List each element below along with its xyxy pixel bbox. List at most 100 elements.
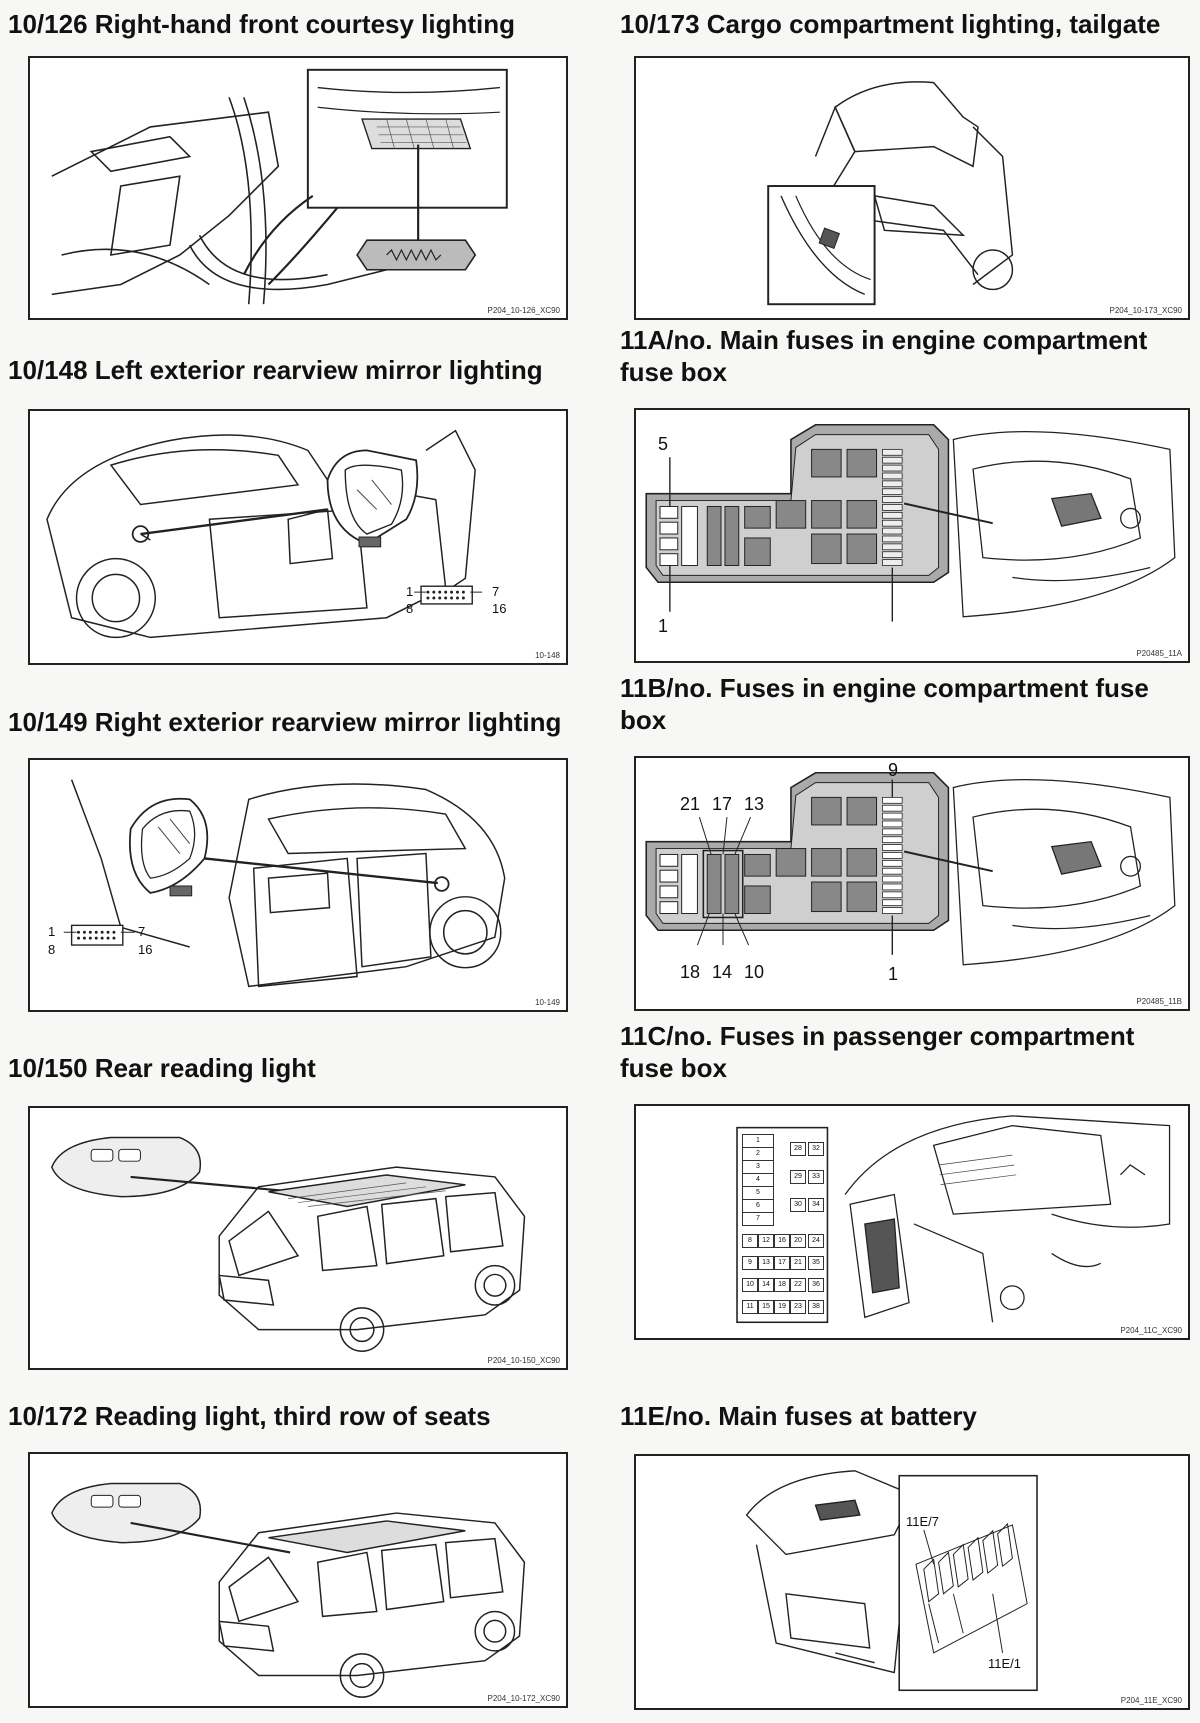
fuse-cell: 9 (742, 1256, 758, 1270)
fuse-cell: 17 (774, 1256, 790, 1270)
passenger-fuse-box-illustration (736, 1115, 1171, 1324)
section-10-126: 10/126 Right-hand front courtesy lightin… (8, 8, 568, 328)
fuse-label-17: 17 (712, 794, 733, 814)
fuse-cell: 16 (774, 1234, 790, 1248)
fuse-cell: 34 (808, 1198, 824, 1212)
third-row-reading-light-illustration (51, 1482, 526, 1698)
fuse-cell: 8 (742, 1234, 758, 1248)
courtesy-light-illustration (51, 68, 508, 305)
left-mirror-illustration (46, 429, 483, 639)
fuse-cell: 35 (808, 1256, 824, 1270)
pin-1-label: 1 (406, 584, 414, 599)
pin-7-label: 7 (492, 584, 500, 599)
section-title: 10/126 Right-hand front courtesy lightin… (8, 9, 516, 39)
cargo-light-illustration (767, 81, 1014, 306)
pin-8-label: 8 (48, 942, 56, 957)
fuse-cell: 15 (758, 1300, 774, 1314)
fuse-cell: 38 (808, 1300, 824, 1314)
fuse-label-1: 1 (888, 964, 899, 984)
figure-11a: 5 1 P20485_11A (634, 408, 1190, 663)
fuse-cell: 18 (774, 1278, 790, 1292)
fuse-cell: 33 (808, 1170, 824, 1184)
fuse-cell: 12 (758, 1234, 774, 1248)
fuse-cell: 29 (790, 1170, 806, 1184)
section-title: 11A/no. Main fuses in engine compartment… (620, 325, 1148, 387)
fuse-label-bottom: 1 (658, 616, 669, 636)
figure-code: P204_10-172_XC90 (487, 1694, 560, 1703)
fuse-label-10: 10 (744, 962, 765, 982)
fuse-cell: 28 (790, 1142, 806, 1156)
pin-16-label: 16 (138, 942, 153, 957)
section-title: 11E/no. Main fuses at battery (620, 1401, 977, 1431)
section-title: 10/149 Right exterior rearview mirror li… (8, 707, 562, 737)
figure-code: P204_10-150_XC90 (487, 1356, 560, 1365)
pin-8-label: 8 (406, 601, 414, 616)
engine-main-fuses-illustration (645, 423, 1176, 622)
section-title: 10/172 Reading light, third row of seats (8, 1401, 491, 1431)
fuse-cell: 6 (742, 1199, 774, 1213)
figure-10-148: 1 7 8 16 10-148 (28, 409, 568, 665)
section-10-173: 10/173 Cargo compartment lighting, tailg… (620, 8, 1195, 328)
fuse-cell: 14 (758, 1278, 774, 1292)
fuse-cell: 7 (742, 1212, 774, 1226)
fuse-label-13: 13 (744, 794, 765, 814)
figure-code: 10-148 (535, 651, 560, 660)
section-10-148: 10/148 Left exterior rearview mirror lig… (8, 354, 568, 674)
fuse-cell: 30 (790, 1198, 806, 1212)
fuse-cell: 21 (790, 1256, 806, 1270)
engine-fuses-illustration (645, 771, 1176, 966)
fuse-cell: 1 (742, 1134, 774, 1148)
figure-code: 10-149 (535, 998, 560, 1007)
figure-code: P204_11E_XC90 (1120, 1696, 1182, 1705)
figure-code: P204_11C_XC90 (1120, 1326, 1182, 1335)
section-10-149: 10/149 Right exterior rearview mirror li… (8, 706, 568, 1026)
fuse-label-21: 21 (680, 794, 701, 814)
figure-10-173: P204_10-173_XC90 (634, 56, 1190, 320)
section-title: 10/148 Left exterior rearview mirror lig… (8, 355, 543, 385)
pin-1-label: 1 (48, 924, 56, 939)
figure-10-126: P204_10-126_XC90 (28, 56, 568, 320)
right-mirror-illustration (63, 779, 506, 988)
section-11a: 11A/no. Main fuses in engine compartment… (620, 324, 1195, 664)
section-title: 11B/no. Fuses in engine compartment fuse… (620, 673, 1149, 735)
pin-7-label: 7 (138, 924, 146, 939)
figure-10-150: P204_10-150_XC90 (28, 1106, 568, 1370)
fuse-cell: 5 (742, 1186, 774, 1200)
fuse-cell: 11 (742, 1300, 758, 1314)
section-title: 11C/no. Fuses in passenger compartment f… (620, 1021, 1135, 1083)
fuse-cell: 13 (758, 1256, 774, 1270)
section-10-150: 10/150 Rear reading light P204_10-150 (8, 1052, 568, 1372)
fuse-label-14: 14 (712, 962, 733, 982)
battery-fuse-label-11e1: 11E/1 (988, 1656, 1022, 1671)
fuse-cell: 19 (774, 1300, 790, 1314)
fuse-cell: 23 (790, 1300, 806, 1314)
fuse-cell: 24 (808, 1234, 824, 1248)
fuse-cell: 10 (742, 1278, 758, 1292)
fuse-label-9: 9 (888, 760, 899, 780)
battery-fuse-label-11e7: 11E/7 (906, 1514, 940, 1529)
figure-10-149: 1 7 8 16 10-149 (28, 758, 568, 1012)
figure-10-172: P204_10-172_XC90 (28, 1452, 568, 1708)
fuse-cell: 32 (808, 1142, 824, 1156)
fuse-cell: 20 (790, 1234, 806, 1248)
battery-main-fuses-illustration (745, 1470, 1038, 1692)
fuse-cell: 2 (742, 1147, 774, 1161)
fuse-cell: 4 (742, 1173, 774, 1187)
figure-11b: 21 17 13 9 18 14 10 1 P20485_11B (634, 756, 1190, 1011)
section-11c: 11C/no. Fuses in passenger compartment f… (620, 1020, 1195, 1360)
rear-reading-light-illustration (50, 1136, 526, 1352)
pin-16-label: 16 (492, 601, 507, 616)
section-11b: 11B/no. Fuses in engine compartment fuse… (620, 672, 1195, 1012)
fuse-cell: 3 (742, 1160, 774, 1174)
section-title: 10/150 Rear reading light (8, 1053, 316, 1083)
figure-code: P204_10-126_XC90 (487, 306, 560, 315)
figure-code: P204_10-173_XC90 (1109, 306, 1182, 315)
fuse-label-top: 5 (658, 434, 669, 454)
section-11e: 11E/no. Main fuses at battery (620, 1400, 1195, 1720)
figure-11e: 11E/7 11E/1 P204_11E_XC90 (634, 1454, 1190, 1710)
figure-code: P20485_11A (1136, 649, 1182, 658)
fuse-cell: 36 (808, 1278, 824, 1292)
section-title: 10/173 Cargo compartment lighting, tailg… (620, 9, 1161, 39)
